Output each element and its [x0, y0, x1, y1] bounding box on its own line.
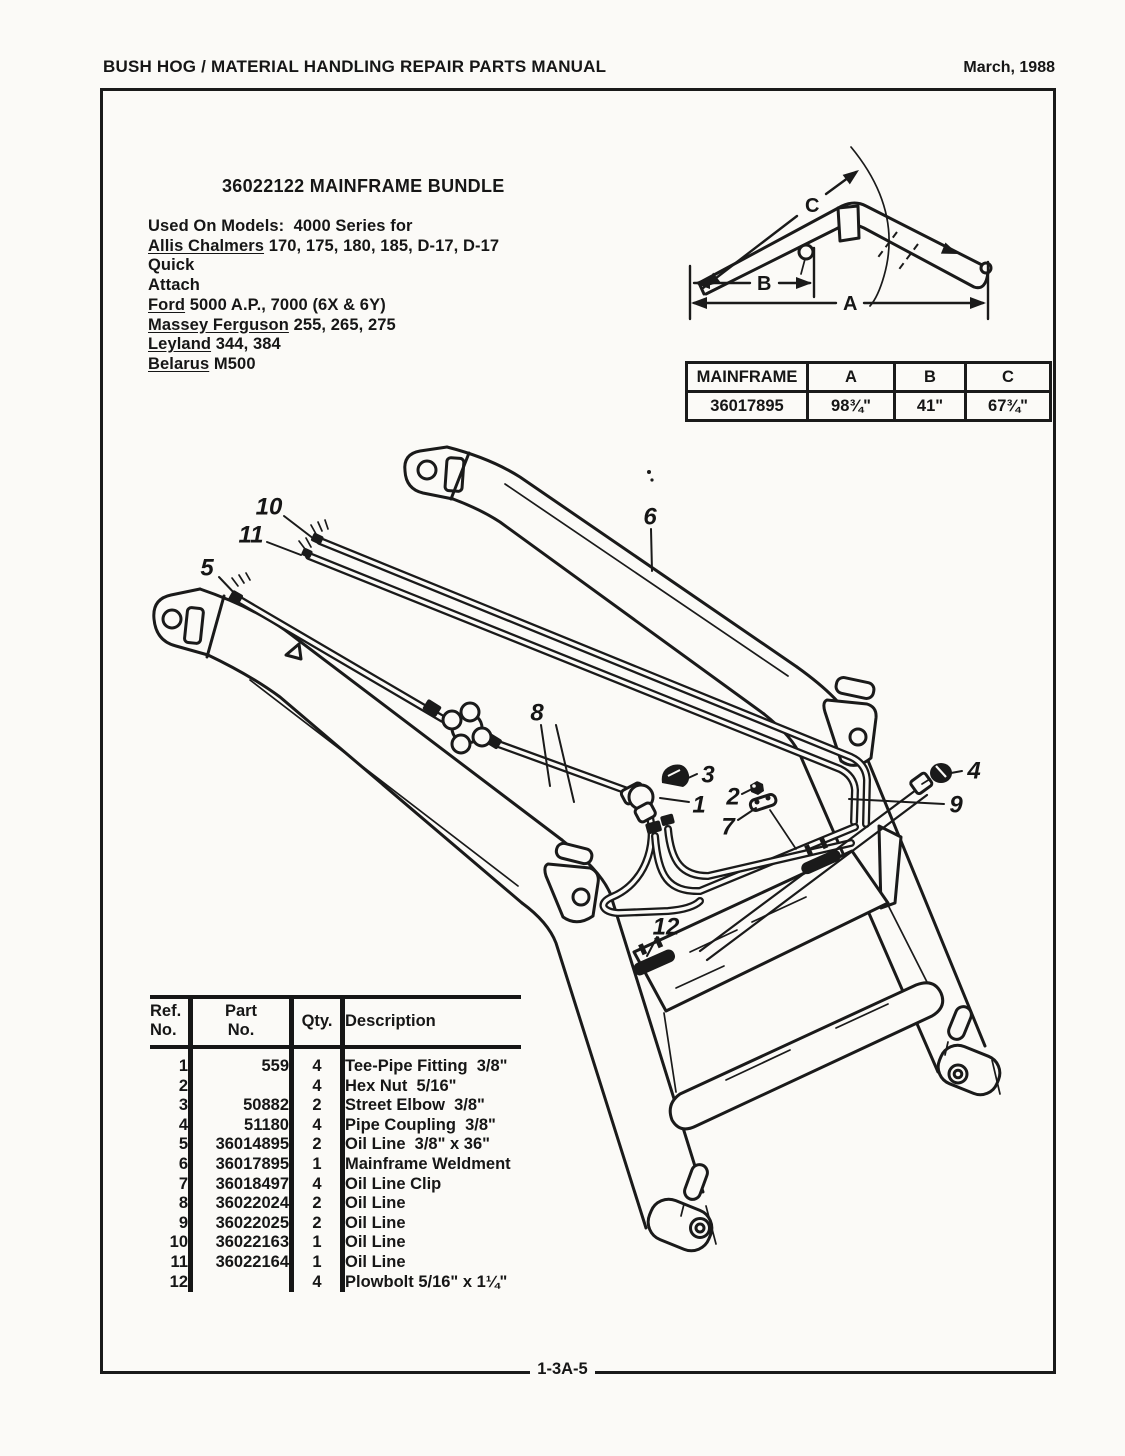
oil-line-clip [748, 793, 797, 850]
callout-2: 2 [725, 783, 740, 810]
mainframe-exploded-drawing: 1 2 3 4 5 6 7 8 9 10 11 12 [152, 445, 1002, 1253]
parts-row: 5 36014895 2 Oil Line 3/8" x 36" [150, 1135, 521, 1155]
table-row: MAINFRAME A B C [685, 361, 1052, 393]
callout-5: 5 [200, 554, 214, 581]
callout-12: 12 [653, 913, 680, 940]
rear-frame [632, 849, 945, 1131]
oil-line-fitting-ticks [228, 519, 329, 605]
model-line: Attach [148, 276, 200, 295]
parts-row: 7 36018497 4 Oil Line Clip [150, 1174, 521, 1195]
oil-lines [228, 519, 934, 962]
dim-b-value: 41" [893, 390, 967, 422]
col-header: B [893, 361, 967, 393]
dim-a-value: 98¾" [806, 390, 896, 422]
callout-6: 6 [643, 503, 657, 530]
col-header-ref: Ref.No. [150, 995, 191, 1049]
model-line: Ford 5000 A.P., 7000 (6X & 6Y) [148, 295, 386, 314]
parts-row: 10 36022163 1 Oil Line [150, 1233, 521, 1253]
model-line: Massey Ferguson 255, 265, 275 [148, 315, 396, 334]
hex-nut [750, 781, 764, 795]
dim-label-b: B [757, 273, 771, 295]
callout-7: 7 [721, 813, 736, 840]
parts-row: 8 36022024 2 Oil Line [150, 1194, 521, 1214]
parts-row: 6 36017895 1 Mainframe Weldment [150, 1154, 521, 1175]
callout-9: 9 [949, 791, 963, 818]
col-header: C [964, 361, 1052, 393]
pipe-coupling [921, 763, 952, 785]
callout-1: 1 [692, 791, 705, 818]
parts-row: 11 36022164 1 Oil Line [150, 1252, 521, 1273]
street-elbow-fitting [619, 781, 657, 824]
right-boom-arm [403, 445, 1002, 1097]
dim-label-a: A [843, 293, 857, 315]
fittings [441, 701, 952, 976]
col-header: MAINFRAME [685, 361, 809, 393]
dimension-lines: A B C [688, 170, 990, 321]
parts-row: 4 51180 4 Pipe Coupling 3/8" [150, 1115, 521, 1136]
model-line: Belarus M500 [148, 354, 256, 373]
parts-row: 12 4 Plowbolt 5/16" x 1¼" [150, 1272, 521, 1293]
callout-11: 11 [239, 521, 264, 548]
callout-3: 3 [701, 761, 715, 788]
model-line: Leyland 344, 384 [148, 335, 281, 354]
dim-c-value: 67¾" [964, 390, 1052, 422]
col-header-desc: Description [340, 995, 521, 1049]
tee-pipe-fitting [441, 701, 493, 755]
callout-4: 4 [966, 757, 980, 784]
col-header: A [806, 361, 896, 393]
dim-label-c: C [805, 195, 819, 217]
parts-row: 9 36022025 2 Oil Line [150, 1213, 521, 1234]
parts-row: 3 50882 2 Street Elbow 3/8" [150, 1096, 521, 1116]
callout-leaders [218, 515, 963, 957]
callout-10: 10 [256, 493, 283, 520]
callout-8: 8 [530, 699, 544, 726]
model-line: Allis Chalmers 170, 175, 180, 185, D-17,… [148, 236, 500, 275]
issue-date: March, 1988 [963, 59, 1055, 76]
dimension-profile-figure: A B C [688, 146, 993, 321]
parts-row: 1 559 4 Tee-Pipe Fitting 3/8" [150, 1047, 521, 1077]
mainframe-part-number: 36017895 [685, 390, 809, 422]
model-line: Used On Models: 4000 Series for [148, 217, 413, 235]
table-row: 36017895 98¾" 41" 67¾" [685, 390, 1052, 422]
line-clip-on-frame [801, 837, 841, 875]
left-boom-arm [152, 587, 717, 1253]
manual-title: BUSH HOG / MATERIAL HANDLING REPAIR PART… [103, 57, 607, 76]
mainframe-dimension-table: MAINFRAME A B C 36017895 98¾" 41" 67¾" [685, 361, 1052, 422]
col-header-qty: Qty. [289, 995, 343, 1049]
used-on-models-list: Used On Models: 4000 Series for Allis Ch… [148, 217, 548, 375]
parts-row: 2 4 Hex Nut 5/16" [150, 1076, 521, 1097]
bundle-title: 36022122 MAINFRAME BUNDLE [222, 176, 505, 196]
street-elbow-cap [661, 764, 690, 787]
page-number: 1-3A-5 [0, 1360, 1125, 1379]
